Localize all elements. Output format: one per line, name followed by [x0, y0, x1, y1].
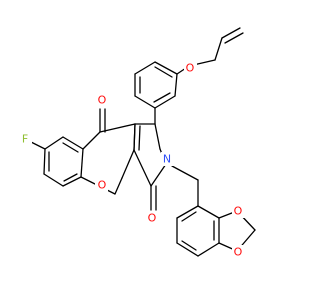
lactam-oxygen-label: O: [148, 212, 157, 225]
bond-lines: [30, 27, 256, 257]
chromene-oxygen-label: O: [98, 179, 107, 192]
atom-labels: F O O O N O O O: [19, 61, 245, 259]
ketone-oxygen-atom: O: [96, 93, 109, 107]
molecule-structure: F O O O N O O O: [19, 27, 256, 259]
fluorine-label: F: [22, 133, 28, 146]
nitrogen-label: N: [163, 153, 171, 166]
dioxole-oxygen-label-1: O: [234, 205, 243, 218]
ether-oxygen-atom: O: [184, 61, 197, 75]
dioxole-oxygen-atom-1: O: [232, 204, 245, 218]
nitrogen-atom: N: [161, 152, 174, 166]
fluorine-atom: F: [19, 132, 32, 146]
ether-oxygen-label: O: [186, 62, 195, 75]
chromene-oxygen-atom: O: [95, 178, 108, 192]
ketone-oxygen-label: O: [98, 94, 107, 107]
lactam-oxygen-atom: O: [146, 211, 159, 225]
dioxole-oxygen-label-2: O: [234, 246, 243, 259]
dioxole-oxygen-atom-2: O: [232, 245, 245, 259]
